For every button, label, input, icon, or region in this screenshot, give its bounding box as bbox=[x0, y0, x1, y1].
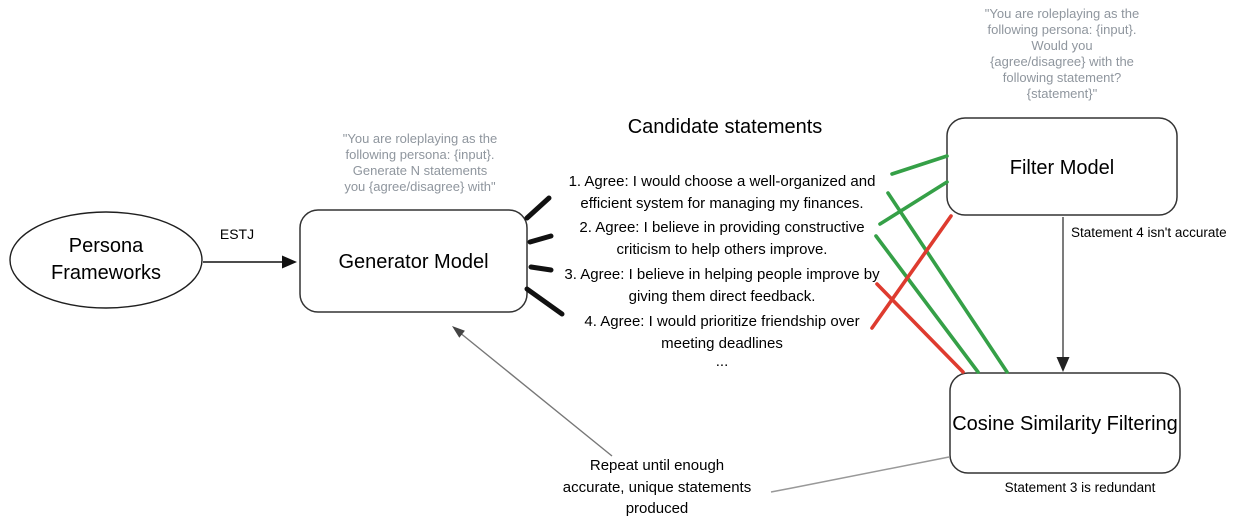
statement2-to-cosine-line-pass bbox=[874, 234, 980, 374]
generator-output-stroke-1 bbox=[524, 195, 552, 221]
statement3-to-cosine-line-fail bbox=[875, 282, 965, 374]
persona-frameworks-label: Persona Frameworks bbox=[50, 235, 161, 284]
generator-model-label: Generator Model bbox=[338, 251, 489, 273]
generator-output-stroke-4 bbox=[524, 286, 565, 317]
filter-model-box bbox=[946, 117, 1178, 216]
generator-prompt-text: "You are roleplaying as the following pe… bbox=[342, 131, 498, 194]
cosine-rejection-note: Statement 3 is redundant bbox=[1004, 480, 1156, 495]
candidate-statement-2: 2. Agree: I believe in providing constru… bbox=[579, 219, 865, 258]
cosine-to-feedback-note-line bbox=[770, 456, 950, 493]
statement2-to-filter-line-pass bbox=[878, 180, 949, 226]
filter-prompt-text: "You are roleplaying as the following pe… bbox=[984, 6, 1140, 101]
cosine-similarity-box bbox=[949, 372, 1181, 474]
persona-frameworks-ellipse bbox=[9, 211, 203, 309]
statement1-to-filter-line-pass bbox=[890, 154, 949, 176]
feedback-note: Repeat until enough accurate, unique sta… bbox=[562, 457, 752, 517]
estj-arrow-label: ESTJ bbox=[219, 226, 255, 242]
cosine-similarity-label: Cosine Similarity Filtering bbox=[952, 413, 1178, 435]
generator-output-stroke-3 bbox=[528, 264, 554, 273]
candidate-statements-ellipsis: ... bbox=[715, 353, 729, 370]
estj-arrowhead bbox=[282, 255, 297, 269]
filter-model-label: Filter Model bbox=[1009, 157, 1115, 179]
candidate-statements-title: Candidate statements bbox=[627, 116, 823, 138]
filter-rejection-note: Statement 4 isn't accurate bbox=[1071, 225, 1227, 240]
generator-output-stroke-2 bbox=[527, 233, 554, 245]
feedback-to-generator-arrowhead bbox=[452, 326, 465, 338]
candidate-statement-3: 3. Agree: I believe in helping people im… bbox=[564, 266, 880, 305]
generator-model-box bbox=[299, 209, 528, 313]
filter-to-cosine-arrowhead bbox=[1056, 357, 1070, 372]
candidate-statement-4: 4. Agree: I would prioritize friendship … bbox=[584, 313, 860, 352]
candidate-statement-1: 1. Agree: I would choose a well-organize… bbox=[568, 173, 876, 212]
statement4-to-filter-line-fail bbox=[870, 214, 953, 330]
feedback-to-generator-arrow-line bbox=[458, 331, 613, 457]
statement1-to-cosine-line-pass bbox=[886, 191, 1009, 374]
